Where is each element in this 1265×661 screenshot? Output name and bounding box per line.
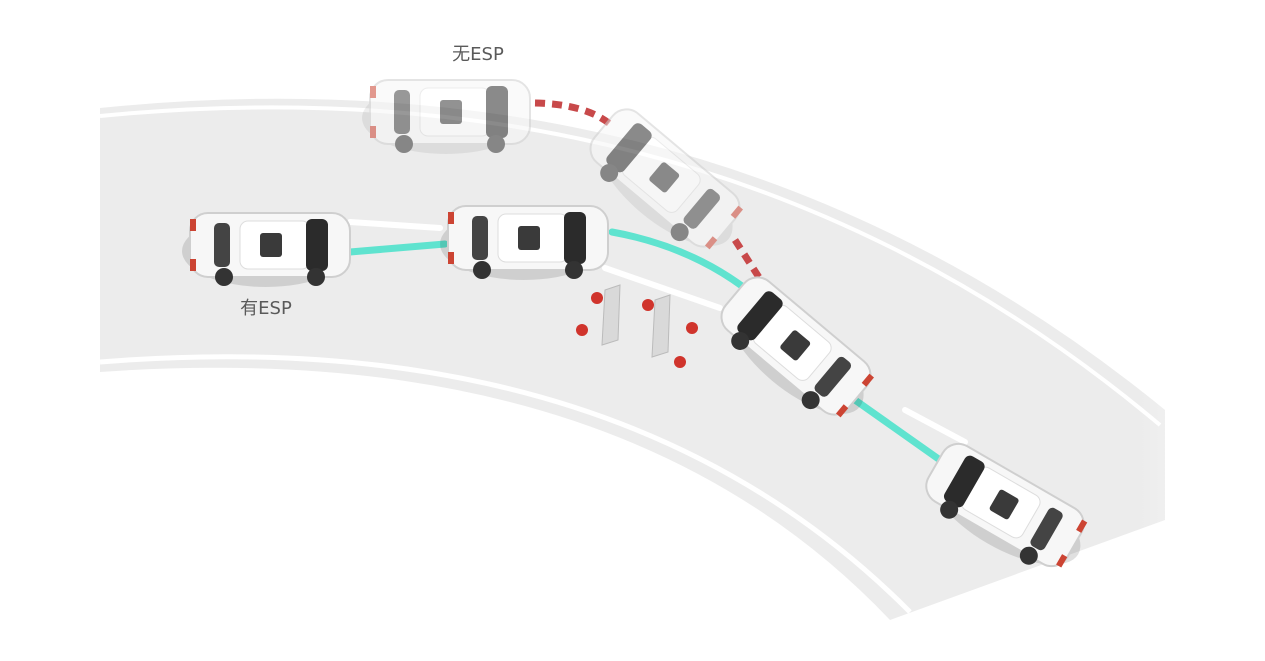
car-with-esp-1 bbox=[181, 212, 351, 288]
without-esp-trajectory bbox=[534, 99, 765, 284]
traffic-cones bbox=[576, 292, 698, 368]
label-without-esp: 无ESP bbox=[452, 44, 504, 65]
label-with-esp: 有ESP bbox=[240, 298, 292, 319]
car-with-esp-2 bbox=[439, 205, 609, 281]
car-without-esp-1 bbox=[361, 79, 531, 155]
obstacle-barriers bbox=[601, 284, 671, 358]
